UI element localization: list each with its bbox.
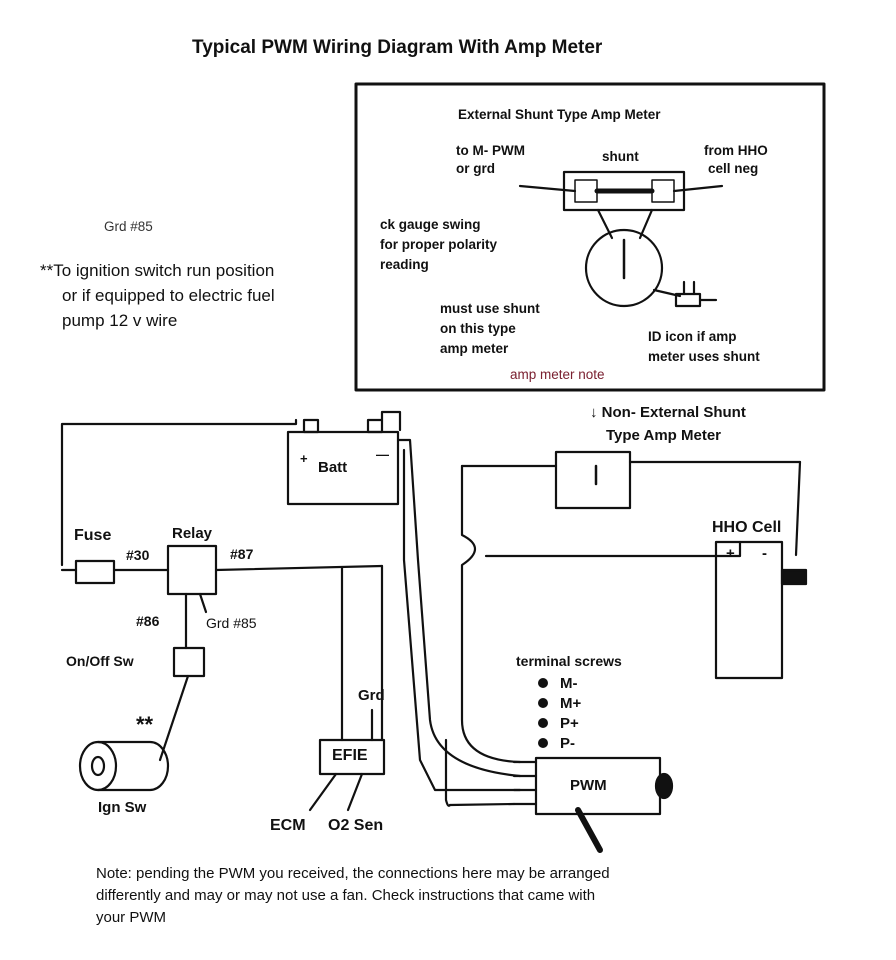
- stars-label: **: [136, 712, 154, 737]
- ignition-note-line-2: or if equipped to electric fuel: [62, 286, 275, 305]
- pin30-label: #30: [126, 547, 150, 563]
- terminal-p-plus: P+: [560, 715, 579, 732]
- hho-plus-label: +: [726, 545, 735, 562]
- must-use-line-3: amp meter: [440, 341, 509, 356]
- fuse-label: Fuse: [74, 527, 112, 544]
- shunt-label: shunt: [602, 149, 639, 164]
- grd-label: Grd: [358, 687, 385, 704]
- terminal-p-minus: P-: [560, 735, 575, 752]
- cell-neg-label: cell neg: [708, 161, 759, 176]
- terminal-m-plus: M+: [560, 695, 582, 712]
- ignition-note-line-1: **To ignition switch run position: [40, 261, 275, 280]
- pin87-label: #87: [230, 546, 254, 562]
- onoff-switch-body: [172, 646, 206, 678]
- non-external-line-2: Type Amp Meter: [606, 427, 722, 444]
- amp-meter-box: [554, 450, 632, 510]
- pin86-label: #86: [136, 613, 160, 629]
- batt-label: Batt: [318, 459, 348, 476]
- to-m-pwm-label: to M- PWM: [456, 143, 525, 158]
- must-use-line-1: must use shunt: [440, 301, 540, 316]
- terminal-bullet: [538, 738, 548, 748]
- hho-minus-label: -: [762, 545, 767, 562]
- id-icon-line-2: meter uses shunt: [648, 349, 760, 364]
- shunt-meter-frame: [354, 82, 826, 392]
- terminal-bullet: [538, 678, 548, 688]
- shunt-gauge: [584, 228, 664, 308]
- id-icon-line-1: ID icon if amp: [648, 329, 737, 344]
- batt-plus-label: +: [300, 451, 308, 466]
- ecm-label: ECM: [270, 817, 306, 834]
- from-hho-label: from HHO: [704, 143, 768, 158]
- o2-sen-label: O2 Sen: [328, 817, 384, 834]
- terminal-bullet: [538, 718, 548, 728]
- ck-gauge-line-3: reading: [380, 257, 429, 272]
- onoff-label: On/Off Sw: [66, 653, 134, 669]
- ck-gauge-line-2: for proper polarity: [380, 237, 498, 252]
- footer-note-line-3: your PWM: [96, 909, 167, 926]
- efie-body: [318, 738, 386, 776]
- relay-label: Relay: [172, 525, 213, 542]
- footer-note-line-2: differently and may or may not use a fan…: [96, 887, 596, 904]
- battery-body: [286, 430, 400, 506]
- amp-meter-note-link[interactable]: amp meter note: [510, 367, 605, 382]
- grd85-top-label: Grd #85: [104, 219, 153, 234]
- efie-label: EFIE: [332, 747, 368, 764]
- terminal-m-minus: M-: [560, 675, 578, 692]
- fuse-body: [74, 559, 116, 585]
- shunt-box-heading: External Shunt Type Amp Meter: [458, 107, 661, 122]
- must-use-line-2: on this type: [440, 321, 516, 336]
- terminal-screws-heading: terminal screws: [516, 653, 622, 669]
- diagram-title: Typical PWM Wiring Diagram With Amp Mete…: [192, 37, 603, 58]
- ign-sw-label: Ign Sw: [98, 799, 147, 816]
- hho-cell-body: [714, 540, 784, 680]
- batt-minus-label: —: [376, 447, 389, 462]
- footer-note-line-1: Note: pending the PWM you received, the …: [96, 865, 610, 882]
- relay-body: [166, 544, 218, 596]
- grd85-label: Grd #85: [206, 615, 257, 631]
- or-grd-label: or grd: [456, 161, 495, 176]
- non-external-line-1: ↓ Non- External Shunt: [590, 404, 746, 421]
- hho-cell-label: HHO Cell: [712, 519, 782, 536]
- ignition-switch-body: [78, 740, 170, 792]
- ignition-note-line-3: pump 12 v wire: [62, 311, 178, 330]
- pwm-label: PWM: [570, 777, 607, 794]
- terminal-bullet: [538, 698, 548, 708]
- ck-gauge-line-1: ck gauge swing: [380, 217, 481, 232]
